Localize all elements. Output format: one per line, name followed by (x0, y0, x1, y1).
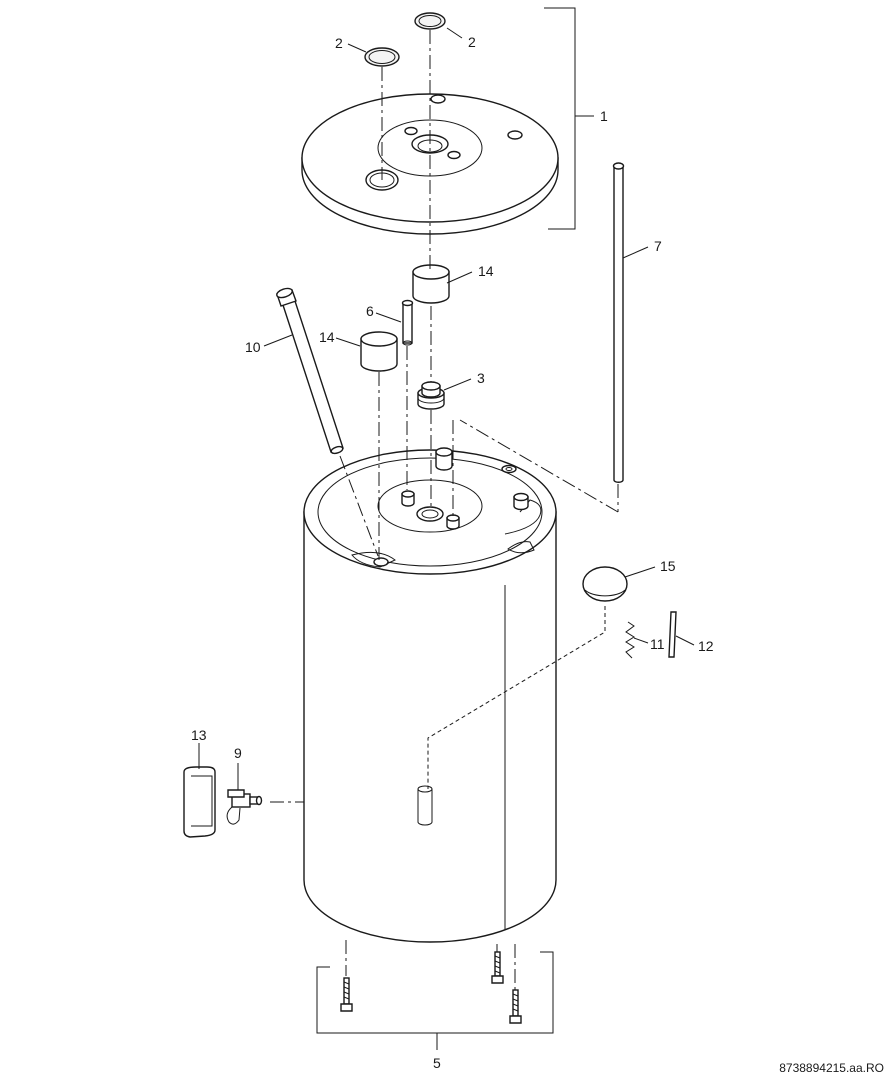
callout-14-upper: 14 (478, 263, 494, 279)
callout-12: 12 (698, 638, 714, 654)
bolt-left (340, 977, 353, 1012)
assembly-lines (270, 30, 619, 990)
thin-strip (668, 611, 677, 658)
callout-11: 11 (650, 636, 665, 652)
callout-7: 7 (654, 238, 662, 254)
anode-plug (417, 381, 445, 410)
callout-15: 15 (660, 558, 676, 574)
callout-14-lower: 14 (319, 329, 335, 345)
bracket-part-5 (316, 951, 554, 1050)
short-tube (401, 299, 414, 346)
spring-clip (625, 621, 635, 659)
gasket-right (414, 12, 446, 30)
tank-body (303, 447, 557, 943)
callout-6: 6 (366, 303, 374, 319)
drain-valve (226, 789, 263, 825)
round-cap (582, 566, 628, 602)
insulation-cap-upper (412, 264, 450, 304)
callout-5: 5 (433, 1055, 441, 1071)
callout-2-left: 2 (335, 35, 343, 51)
drawing-reference-code: 8738894215.aa.RO (779, 1061, 884, 1075)
gasket-left (364, 47, 400, 67)
callout-1: 1 (600, 108, 608, 124)
long-rod (612, 162, 625, 483)
callout-3: 3 (477, 370, 485, 386)
bolt-middle (491, 951, 504, 984)
leader-lines (198, 27, 695, 790)
bolt-right (509, 989, 522, 1024)
insulation-cap-lower (360, 331, 398, 372)
callout-10: 10 (245, 339, 261, 355)
callout-9: 9 (234, 745, 242, 761)
drain-cover (183, 766, 216, 838)
heating-tube (276, 287, 344, 455)
callout-13: 13 (191, 727, 207, 743)
bracket-part-1 (544, 7, 594, 230)
callout-2-right: 2 (468, 34, 476, 50)
